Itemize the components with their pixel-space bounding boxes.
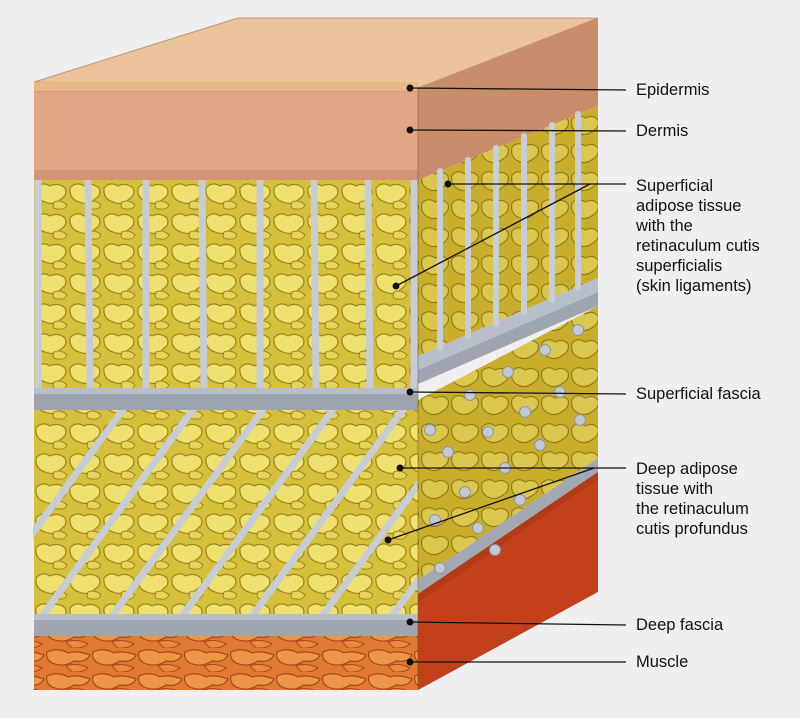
- label-deep-fascia: Deep fascia: [636, 616, 724, 634]
- label-superficial-fascia: Superficial fascia: [636, 385, 761, 403]
- label-superficial-adipose-tissue: Superficial adipose tissue with the reti…: [636, 177, 760, 295]
- label-epidermis: Epidermis: [636, 81, 710, 99]
- label-muscle: Muscle: [636, 653, 689, 671]
- label-dermis: Dermis: [636, 122, 689, 140]
- label-deep-adipose-tissue: Deep adipose tissue with the retinaculum…: [636, 460, 749, 538]
